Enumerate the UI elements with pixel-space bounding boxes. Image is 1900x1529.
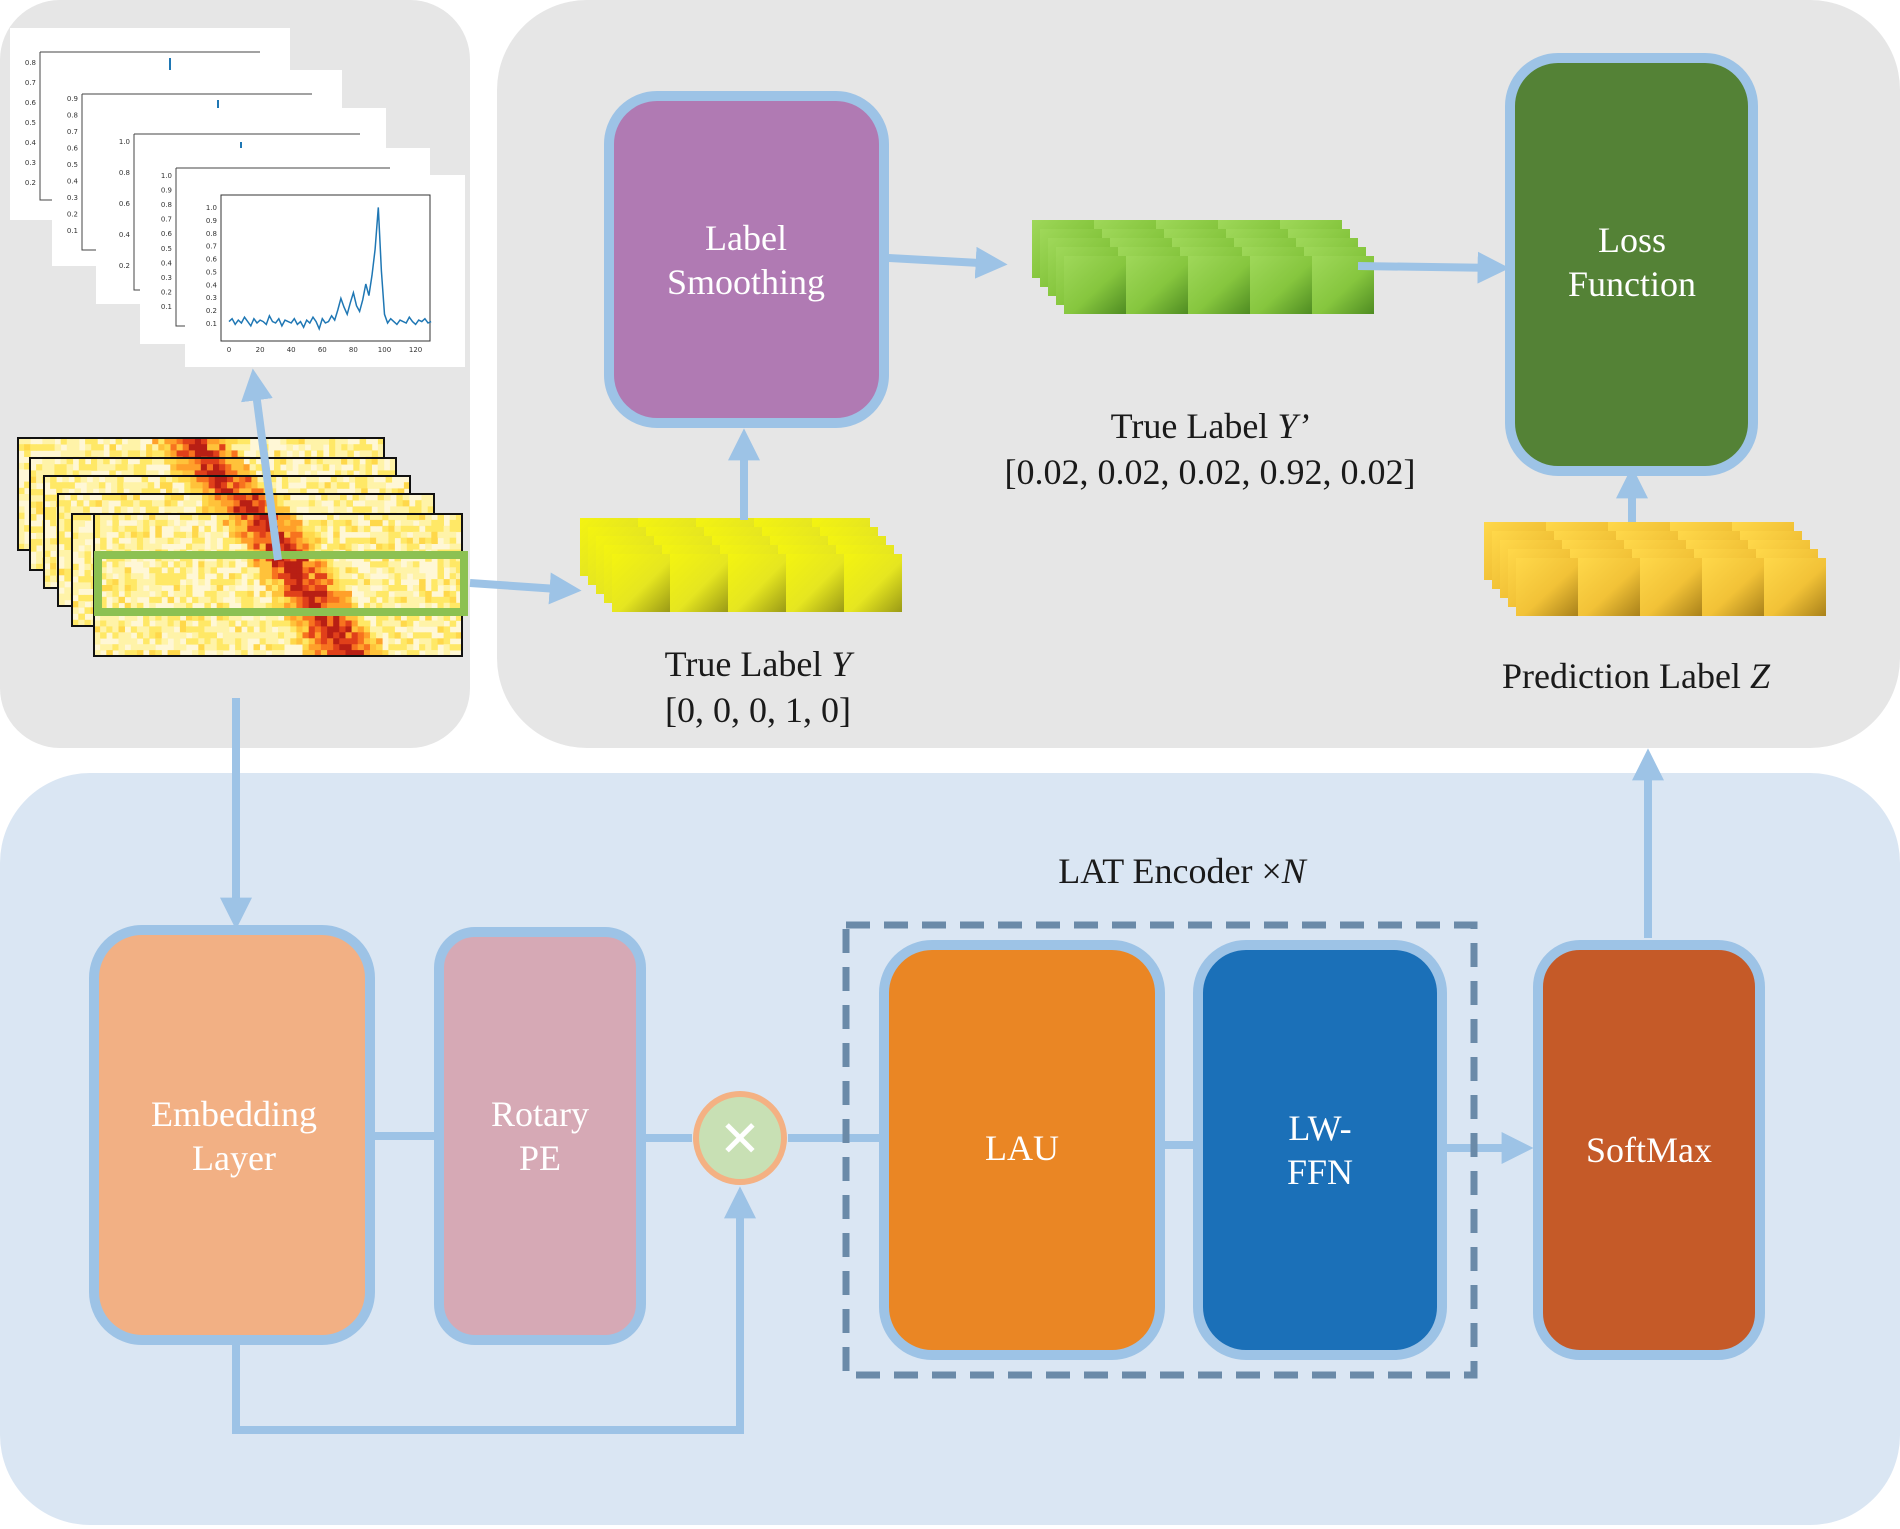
label-tile [844, 554, 902, 612]
lau-block: LAU [879, 940, 1165, 1360]
y-tick-label: 0.4 [206, 281, 218, 289]
x-tick-label: 60 [318, 346, 327, 354]
y-tick-label: 0.9 [206, 217, 217, 225]
y-tick-label: 0.6 [119, 200, 131, 208]
true-label-y-vector: [0, 0, 0, 1, 0] [665, 690, 851, 730]
prediction-label-z-tiles [1484, 522, 1826, 616]
multiply-node: ✕ [693, 1091, 787, 1185]
label-smoothing-block: Label Smoothing [604, 91, 889, 428]
y-tick-label: 0.4 [67, 178, 79, 186]
y-tick-label: 0.7 [206, 243, 217, 251]
embedding-line2: Layer [192, 1138, 276, 1178]
y-tick-label: 1.0 [119, 138, 130, 146]
y-tick-label: 0.2 [119, 262, 130, 270]
y-tick-label: 0.6 [161, 230, 173, 238]
label-tile [728, 554, 786, 612]
label-tile [1702, 558, 1764, 616]
label-tile [786, 554, 844, 612]
label-tile [1516, 558, 1578, 616]
y-tick-label: 0.6 [206, 256, 218, 264]
y-tick-label: 0.3 [25, 159, 36, 167]
lw-ffn-line1: LW- [1288, 1108, 1351, 1148]
encoder-dashed-box [842, 921, 1478, 1379]
y-tick-label: 0.2 [161, 288, 172, 296]
x-tick-label: 0 [227, 346, 231, 354]
y-tick-label: 0.5 [206, 268, 217, 276]
y-tick-label: 0.2 [67, 211, 78, 219]
signal-plot-stack: 0.8 0.7 0.6 0.5 0.4 0.3 0.2 0.9 0.8 0.7 0.6 0.5 0.4… [10, 28, 465, 367]
loss-function-block: Loss Function [1505, 53, 1758, 476]
x-tick-label: 120 [409, 346, 422, 354]
label-tile [1126, 256, 1188, 314]
y-tick-label: 0.6 [25, 99, 37, 107]
x-tick-label: 40 [287, 346, 296, 354]
y-tick-label: 0.1 [161, 303, 172, 311]
y-tick-label: 0.9 [161, 187, 172, 195]
y-tick-label: 0.8 [25, 59, 36, 67]
label-smoothing-line2: Smoothing [667, 262, 825, 302]
label-smoothing-line1: Label [705, 218, 787, 258]
label-tile [1250, 256, 1312, 314]
softmax-block: SoftMax [1533, 940, 1765, 1360]
y-tick-label: 0.4 [161, 259, 173, 267]
y-tick-label: 0.7 [25, 79, 36, 87]
y-tick-label: 0.4 [119, 231, 131, 239]
lat-encoder-label: LAT Encoder ×N [1058, 851, 1308, 891]
y-tick-label: 1.0 [161, 172, 172, 180]
y-tick-label: 0.7 [67, 128, 78, 136]
y-tick-label: 0.8 [119, 169, 130, 177]
y-tick-label: 0.3 [161, 274, 172, 282]
heatmap-stack [17, 437, 463, 657]
y-tick-label: 0.2 [206, 307, 217, 315]
connectors [220, 246, 1664, 1434]
true-label-y-prime: True Label Y’ [1111, 406, 1310, 446]
signal-line [228, 207, 432, 331]
label-tile [1640, 558, 1702, 616]
true-label-y-prime-vector: [0.02, 0.02, 0.02, 0.92, 0.02] [1005, 452, 1416, 492]
y-tick-label: 0.1 [206, 320, 217, 328]
y-tick-label: 0.3 [206, 294, 217, 302]
y-tick-label: 0.5 [161, 245, 172, 253]
prediction-label-z: Prediction Label Z [1502, 656, 1771, 696]
multiply-icon: ✕ [719, 1110, 761, 1168]
y-tick-label: 0.1 [67, 227, 78, 235]
label-tile [1064, 256, 1126, 314]
lw-ffn-block: LW- FFN [1193, 940, 1447, 1360]
y-tick-label: 1.0 [206, 204, 217, 212]
front-signal-plot: 1.0 0.9 0.8 0.7 0.6 0.5 0.4 0.3 0.2 0.1 0 20 40 60 80 1… [185, 175, 465, 367]
x-tick-label: 80 [349, 346, 358, 354]
y-tick-label: 0.2 [25, 179, 36, 187]
loss-function-line2: Function [1568, 264, 1696, 304]
y-tick-label: 0.5 [25, 119, 36, 127]
label-tile [1188, 256, 1250, 314]
rotary-line2: PE [519, 1138, 561, 1178]
loss-function-line1: Loss [1598, 220, 1666, 260]
softmax-label: SoftMax [1586, 1130, 1712, 1170]
label-tile [670, 554, 728, 612]
label-tile [612, 554, 670, 612]
y-tick-label: 0.9 [67, 95, 78, 103]
true-label-y-tiles [580, 518, 902, 612]
x-tick-label: 100 [378, 346, 391, 354]
heatmap-layer [93, 513, 463, 657]
y-tick-label: 0.8 [206, 230, 217, 238]
y-tick-label: 0.8 [161, 201, 172, 209]
true-label-y-prime-tiles [1032, 220, 1374, 314]
rotary-pe-block: Rotary PE [434, 927, 646, 1345]
x-tick-label: 20 [256, 346, 265, 354]
lau-label: LAU [985, 1128, 1059, 1168]
y-tick-label: 0.3 [67, 194, 78, 202]
y-tick-label: 0.4 [25, 139, 37, 147]
rotary-line1: Rotary [491, 1094, 589, 1134]
embedding-line1: Embedding [151, 1094, 317, 1134]
y-tick-label: 0.7 [161, 216, 172, 224]
y-tick-label: 0.6 [67, 145, 79, 153]
label-tile [1578, 558, 1640, 616]
label-tile [1764, 558, 1826, 616]
true-label-y: True Label Y [665, 644, 856, 684]
embedding-layer-block: Embedding Layer [89, 925, 375, 1345]
lw-ffn-line2: FFN [1287, 1152, 1353, 1192]
y-tick-label: 0.5 [67, 161, 78, 169]
y-tick-label: 0.8 [67, 112, 78, 120]
